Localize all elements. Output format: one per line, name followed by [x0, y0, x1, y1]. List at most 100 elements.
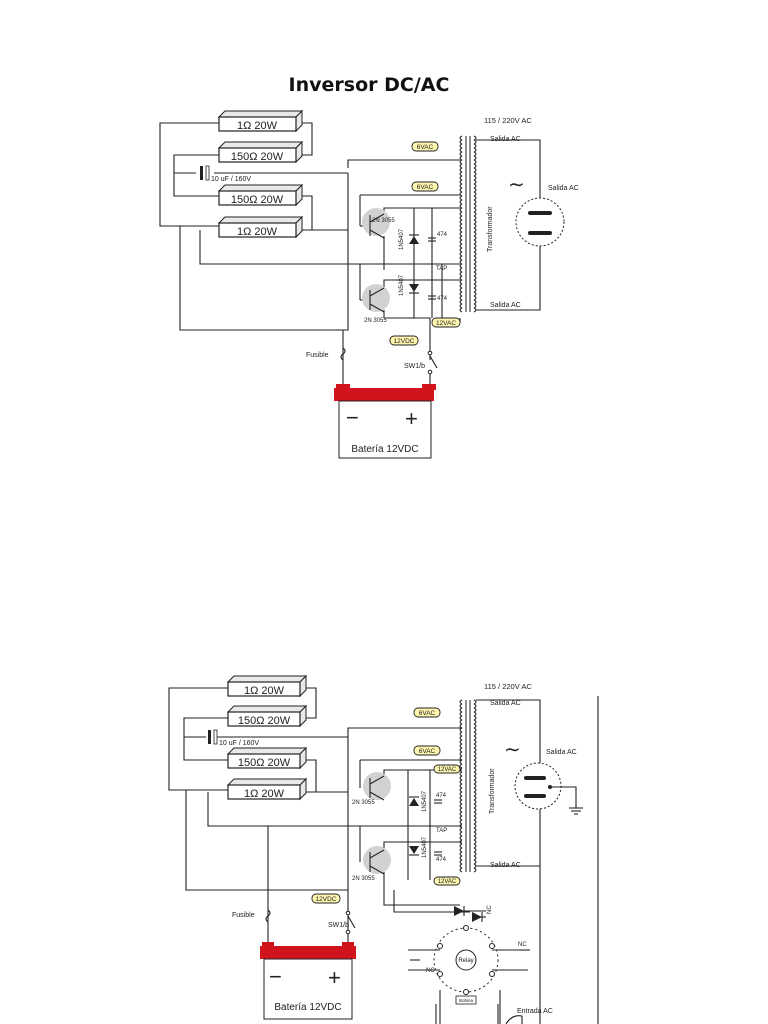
- svg-text:1N5407: 1N5407: [399, 274, 405, 296]
- tag2-6vac-top: 6VAC: [413, 707, 441, 718]
- resistor-1ohm-bottom: 1Ω 20W: [217, 215, 304, 239]
- tag-6vac-top: 6VAC: [411, 141, 439, 152]
- svg-text:2N 3055: 2N 3055: [364, 318, 387, 324]
- relay-diodes: NC: [454, 905, 493, 922]
- svg-text:+: +: [405, 406, 418, 431]
- resistor2-150ohm-top: 150Ω 20W: [226, 704, 308, 728]
- inverter-schematic-1: 1Ω 20W 150Ω 20W 150Ω 20W 1Ω 20W 10 uF / …: [159, 109, 579, 459]
- svg-text:Batería 12VDC: Batería 12VDC: [351, 444, 418, 455]
- svg-text:1N5407: 1N5407: [399, 228, 405, 250]
- svg-text:6VAC: 6VAC: [419, 710, 436, 717]
- diode-top: 1N5407: [399, 228, 419, 250]
- tag2-12vdc: 12VDC: [311, 893, 341, 904]
- svg-text:−: −: [346, 405, 359, 430]
- svg-text:6VAC: 6VAC: [417, 184, 434, 191]
- battery-1: − + Batería 12VDC: [334, 384, 436, 459]
- svg-text:Bobina: Bobina: [459, 998, 474, 1003]
- svg-text:NC: NC: [518, 942, 527, 948]
- fuse-1: Fusible: [306, 347, 346, 361]
- tag2-12vac-top: 12VAC: [433, 764, 461, 774]
- svg-text:SW1/b: SW1/b: [404, 363, 425, 370]
- output-label-bottom: Salida AC: [490, 302, 521, 309]
- svg-text:NC: NC: [487, 905, 493, 914]
- capacitor2-474-bottom: 474: [434, 851, 447, 863]
- tag2-6vac-mid: 6VAC: [413, 745, 441, 756]
- svg-text:1Ω 20W: 1Ω 20W: [237, 120, 278, 132]
- svg-text:12VAC: 12VAC: [438, 767, 457, 773]
- tag2-12vac: 12VAC: [433, 876, 461, 886]
- ac-input: Entrada AC: [505, 1008, 553, 1024]
- svg-text:10 uF / 160V: 10 uF / 160V: [219, 740, 259, 747]
- svg-text:SW1/b: SW1/b: [328, 922, 349, 929]
- svg-text:NC: NC: [426, 968, 435, 974]
- resistor2-1ohm-top: 1Ω 20W: [226, 674, 308, 698]
- svg-text:6VAC: 6VAC: [419, 748, 436, 755]
- ac2-symbol: ∼: [504, 739, 521, 761]
- svg-text:10 uF / 160V: 10 uF / 160V: [211, 176, 251, 183]
- svg-text:6VAC: 6VAC: [417, 144, 434, 151]
- svg-text:Entrada AC: Entrada AC: [517, 1008, 553, 1015]
- page-title: Inversor DC/AC: [288, 74, 450, 96]
- svg-text:474: 474: [436, 857, 447, 863]
- tag-12vac: 12VAC: [431, 317, 461, 328]
- diode2-bottom: 1N5407: [409, 836, 428, 858]
- tag-6vac-mid: 6VAC: [411, 181, 439, 192]
- svg-text:1N5407: 1N5407: [422, 836, 428, 858]
- svg-text:2N 3055: 2N 3055: [372, 218, 395, 224]
- resistor2-1ohm-bottom: 1Ω 20W: [226, 777, 308, 801]
- capacitor-474-top: 474: [428, 232, 448, 242]
- svg-text:474: 474: [437, 232, 448, 238]
- svg-text:Relay: Relay: [458, 958, 473, 964]
- capacitor-474-bottom: 474: [428, 295, 448, 302]
- svg-text:2N 3055: 2N 3055: [352, 800, 375, 806]
- switch-2[interactable]: SW1/b: [328, 910, 356, 935]
- transistor-top: 2N 3055: [362, 208, 395, 239]
- voltage2-label: 115 / 220V AC: [484, 682, 532, 691]
- capacitor2-10uf: 10 uF / 160V: [208, 729, 259, 747]
- output2-label-bottom: Salida AC: [490, 862, 521, 869]
- svg-text:150Ω 20W: 150Ω 20W: [238, 715, 291, 727]
- output-label-outlet: Salida AC: [548, 185, 579, 192]
- capacitor-10uf: 10 uF / 160V: [200, 165, 251, 183]
- resistor2-150ohm-bottom: 150Ω 20W: [226, 746, 308, 770]
- svg-text:12VDC: 12VDC: [316, 896, 337, 903]
- resistor-150ohm-bottom: 150Ω 20W: [217, 183, 304, 207]
- svg-text:1Ω 20W: 1Ω 20W: [244, 788, 285, 800]
- svg-text:Fusible: Fusible: [232, 912, 255, 919]
- transistor2-top: 2N 3055: [352, 772, 391, 806]
- voltage-label: 115 / 220V AC: [484, 116, 532, 125]
- wiring-1: [159, 122, 541, 388]
- transformer-2: Transformador: [459, 699, 496, 873]
- diode2-top: 1N5407: [409, 790, 428, 812]
- svg-text:Transformador: Transformador: [487, 206, 494, 252]
- output2-label-top: Salida AC: [490, 700, 521, 707]
- svg-text:Fusible: Fusible: [306, 352, 329, 359]
- svg-text:Transformador: Transformador: [489, 768, 496, 814]
- svg-text:150Ω 20W: 150Ω 20W: [231, 151, 284, 163]
- tap-label: TAP: [436, 266, 447, 272]
- svg-text:−: −: [269, 964, 282, 989]
- inverter-schematic-2: 1Ω 20W 150Ω 20W 150Ω 20W 1Ω 20W 10 uF / …: [168, 674, 599, 1024]
- transistor-bottom: 2N 3055: [362, 284, 390, 324]
- svg-text:12VDC: 12VDC: [394, 338, 415, 345]
- transformer-1: Transformador: [459, 135, 494, 313]
- ac-symbol: ∼: [508, 174, 525, 196]
- output-label-top: Salida AC: [490, 136, 521, 143]
- svg-text:1Ω 20W: 1Ω 20W: [237, 226, 278, 238]
- svg-text:474: 474: [436, 793, 447, 799]
- ac-outlet-1: [515, 197, 565, 247]
- tap2-label: TAP: [436, 828, 447, 834]
- fuse-2: Fusible: [232, 909, 271, 923]
- ground-icon: [569, 807, 583, 815]
- svg-text:12VAC: 12VAC: [438, 879, 457, 885]
- svg-text:150Ω 20W: 150Ω 20W: [238, 757, 291, 769]
- svg-text:150Ω 20W: 150Ω 20W: [231, 194, 284, 206]
- relay: Relay Bobina NC NC: [408, 925, 528, 1024]
- resistor-150ohm-top: 150Ω 20W: [217, 140, 304, 164]
- tag-12vdc: 12VDC: [389, 335, 419, 346]
- svg-text:12VAC: 12VAC: [436, 320, 456, 327]
- switch-1[interactable]: SW1/b: [404, 350, 438, 375]
- svg-text:2N 3055: 2N 3055: [352, 876, 375, 882]
- svg-text:1N5407: 1N5407: [422, 790, 428, 812]
